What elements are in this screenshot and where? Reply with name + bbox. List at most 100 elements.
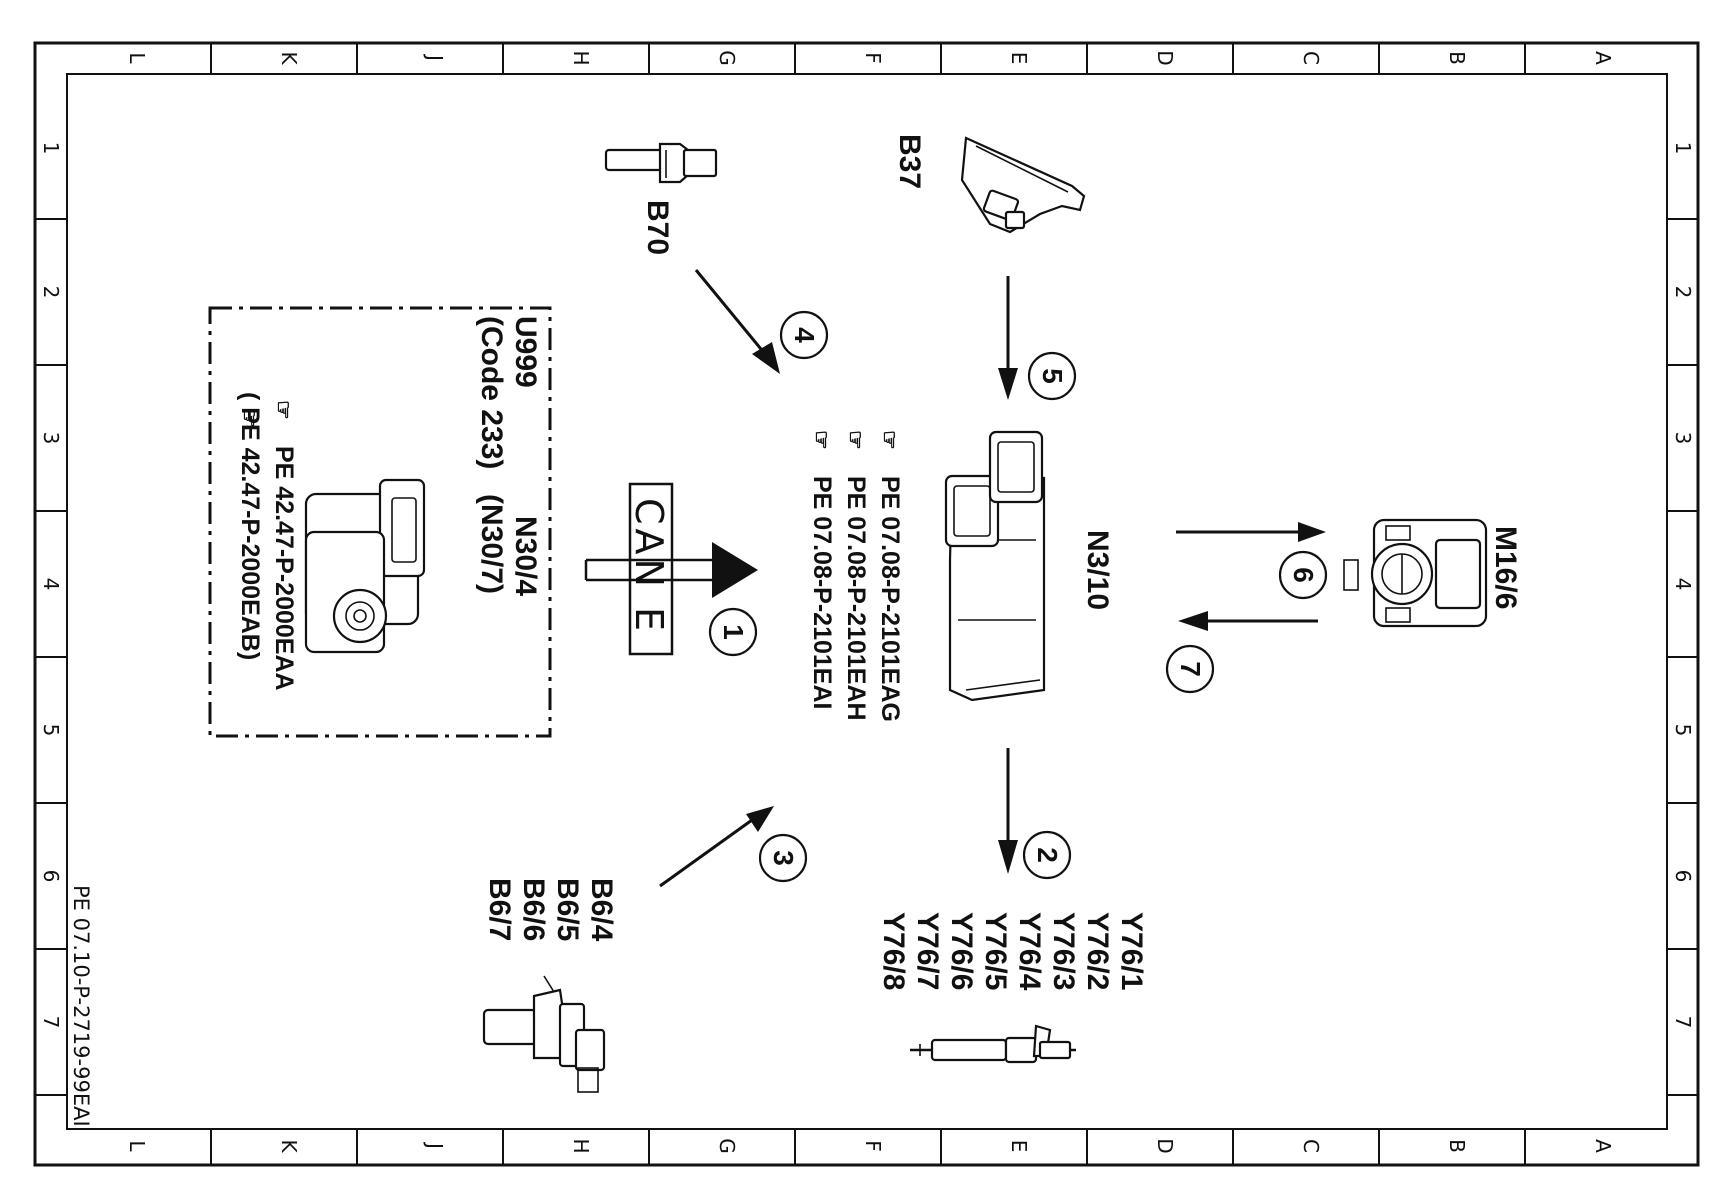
n30-ref-2: ( PE 42.47-P-2000EAB) <box>236 392 264 660</box>
row-label-right: 7 <box>1671 1016 1695 1029</box>
hand-icon: ☞ <box>271 400 296 420</box>
signal-2-text: 2 <box>1032 847 1063 863</box>
n3-ref-1: PE 07.08-P-2101EAG <box>876 476 904 722</box>
y76-label: Y76/1 <box>1115 912 1148 990</box>
signal-number-3: 3 <box>758 833 808 883</box>
col-label-top: J <box>423 53 447 61</box>
row-label-left: 3 <box>39 432 63 445</box>
n3-ref-3: PE 07.08-P-2101EAI <box>808 476 836 709</box>
n3-10-label: N3/10 <box>1081 530 1114 610</box>
column-ticks <box>210 43 1526 1165</box>
row-label-right: 2 <box>1671 286 1695 299</box>
y76-label: Y76/3 <box>1047 912 1080 990</box>
signal-1-text: 1 <box>718 624 749 640</box>
y76-label: Y76/5 <box>979 912 1012 990</box>
col-label-top: D <box>1153 50 1177 65</box>
col-label-bottom: F <box>861 1140 885 1152</box>
col-label-top: F <box>861 52 885 64</box>
col-label-bottom: E <box>1007 1140 1031 1153</box>
signal-4-text: 4 <box>789 327 820 343</box>
col-label-bottom: H <box>569 1138 593 1153</box>
m16-6-label: M16/6 <box>1489 526 1522 609</box>
col-label-top: G <box>715 50 739 66</box>
col-label-top: E <box>1007 52 1031 65</box>
col-label-top: K <box>277 51 301 65</box>
signal-number-7: 7 <box>1165 644 1215 694</box>
row-label-left: 1 <box>39 142 63 155</box>
signal-arrow-4 <box>694 269 780 374</box>
row-label-left: 6 <box>39 870 63 883</box>
y76-label: Y76/8 <box>877 912 910 990</box>
signal-arrow-5 <box>998 276 1018 400</box>
col-label-bottom: L <box>125 1140 149 1152</box>
col-label-bottom: C <box>1299 1139 1323 1153</box>
col-label-bottom: A <box>1591 1139 1615 1153</box>
u999-code-label: (Code 233) <box>475 316 508 469</box>
b6-label: B6/5 <box>551 878 584 941</box>
can-e-bus-arrow <box>584 482 758 656</box>
col-label-bottom: J <box>423 1141 447 1149</box>
row-label-right: 5 <box>1671 724 1695 737</box>
b6-label: B6/6 <box>517 878 550 941</box>
b70-sensor-icon <box>604 142 718 184</box>
n30-4-abs-unit-icon <box>304 478 426 654</box>
hand-icon: ☞ <box>237 408 262 428</box>
b6-label: B6/7 <box>483 878 516 941</box>
hand-icon: ☞ <box>809 430 834 450</box>
n30-references: ☞ PE 42.47-P-2000EAA ( PE 42.47-P-2000EA… <box>236 392 298 691</box>
y76-label: Y76/2 <box>1081 912 1114 990</box>
col-label-bottom: B <box>1445 1139 1469 1153</box>
n3-10-ecu-icon <box>944 430 1046 702</box>
row-label-left: 2 <box>39 286 63 299</box>
row-label-left: 5 <box>39 724 63 737</box>
row-label-right: 6 <box>1671 870 1695 883</box>
y76-label: Y76/7 <box>911 912 944 990</box>
hand-icon: ☞ <box>877 430 902 450</box>
signal-number-6: 6 <box>1278 550 1328 600</box>
signal-5-text: 5 <box>1037 368 1068 384</box>
signal-7-text: 7 <box>1175 661 1206 677</box>
n3-ref-2: PE 07.08-P-2101EAH <box>842 476 870 721</box>
signal-number-5: 5 <box>1027 351 1077 401</box>
signal-number-2: 2 <box>1022 830 1072 880</box>
y76-label-list: Y76/1 Y76/2 Y76/3 Y76/4 Y76/5 Y76/6 Y76/… <box>877 912 1148 991</box>
col-label-top: A <box>1591 51 1615 65</box>
inner-frame <box>66 73 1668 1130</box>
y76-label: Y76/6 <box>945 912 978 990</box>
col-label-top: C <box>1299 51 1323 65</box>
col-label-bottom: D <box>1153 1138 1177 1153</box>
u999-option-box <box>208 306 552 738</box>
y76-injector-icon <box>910 1024 1076 1064</box>
n30-ref-1: PE 42.47-P-2000EAA <box>270 446 298 691</box>
u999-label: U999 <box>509 316 542 388</box>
signal-arrow-7 <box>1178 611 1318 631</box>
signal-arrow-6 <box>1176 522 1326 542</box>
row-label-right: 1 <box>1671 142 1695 155</box>
row-labels-right: 1 2 3 4 5 6 7 <box>1671 142 1695 1029</box>
b6-label-list: B6/4 B6/5 B6/6 B6/7 <box>483 878 618 942</box>
b37-label: B37 <box>893 134 926 189</box>
doc-reference: PE 07.10-P-2719-99EAI <box>69 885 93 1127</box>
column-labels-top: L K J H G F E D C B A <box>125 50 1615 66</box>
row-label-right: 3 <box>1671 432 1695 445</box>
n30-7-label: (N30/7) <box>475 494 508 594</box>
signal-number-1: 1 <box>708 607 758 657</box>
b6-sensor-icon <box>482 975 606 1093</box>
hand-icon: ☞ <box>843 430 868 450</box>
col-label-top: B <box>1445 51 1469 65</box>
signal-number-4: 4 <box>779 310 829 360</box>
can-e-label: CAN E <box>627 498 671 635</box>
signal-arrow-3 <box>659 806 774 888</box>
col-label-bottom: K <box>277 1139 301 1153</box>
col-label-top: H <box>569 50 593 65</box>
column-labels-bottom: L K J H G F E D C B A <box>125 1138 1615 1154</box>
signal-arrow-2 <box>998 748 1018 874</box>
m16-6-throttle-icon <box>1343 518 1488 628</box>
b6-label: B6/4 <box>585 878 618 942</box>
col-label-top: L <box>125 52 149 64</box>
n30-4-label: N30/4 <box>509 516 542 596</box>
b70-label: B70 <box>641 200 674 255</box>
outer-frame <box>33 41 1700 1167</box>
row-label-right: 4 <box>1671 578 1695 591</box>
